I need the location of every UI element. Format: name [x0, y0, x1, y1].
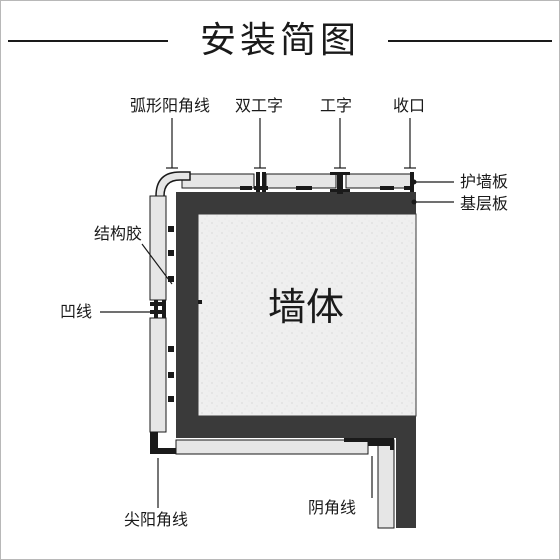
wall-body — [197, 213, 417, 417]
label-base-board: 基层板 — [460, 196, 509, 213]
groove-line-profile — [150, 300, 166, 318]
base-board — [176, 192, 416, 528]
page-title: 安装简图 — [199, 19, 360, 60]
label-inside-corner: 阴角线 — [308, 500, 357, 517]
leader-lines — [100, 118, 454, 508]
label-wall-panel: 护墙板 — [460, 174, 509, 191]
adhesive-bumps — [168, 226, 202, 402]
wall-label: 墙体 — [267, 287, 344, 329]
inside-corner-profile — [344, 438, 394, 450]
left-wall-panels — [149, 195, 167, 433]
bottom-wall-panel — [175, 439, 369, 455]
title-rule-right — [388, 40, 552, 42]
label-i-profile: 工字 — [320, 98, 353, 115]
title-bar: 安装简图 — [0, 12, 560, 68]
right-wall-panel — [377, 439, 395, 529]
label-groove-line: 凹线 — [60, 304, 93, 321]
label-double-i: 双工字 — [235, 98, 284, 115]
inside-corner-lip — [368, 442, 394, 446]
arc-outside-corner — [155, 171, 191, 207]
top-wall-panels — [181, 173, 413, 189]
sharp-outside-corner — [150, 432, 176, 454]
leader-dots — [411, 179, 417, 205]
title-rule-left — [8, 40, 168, 42]
label-sharp-outside-corner: 尖阳角线 — [124, 512, 189, 529]
label-edge-trim: 收口 — [393, 98, 426, 115]
label-arc-outside-corner: 弧形阳角线 — [130, 98, 211, 115]
label-adhesive: 结构胶 — [94, 226, 143, 243]
